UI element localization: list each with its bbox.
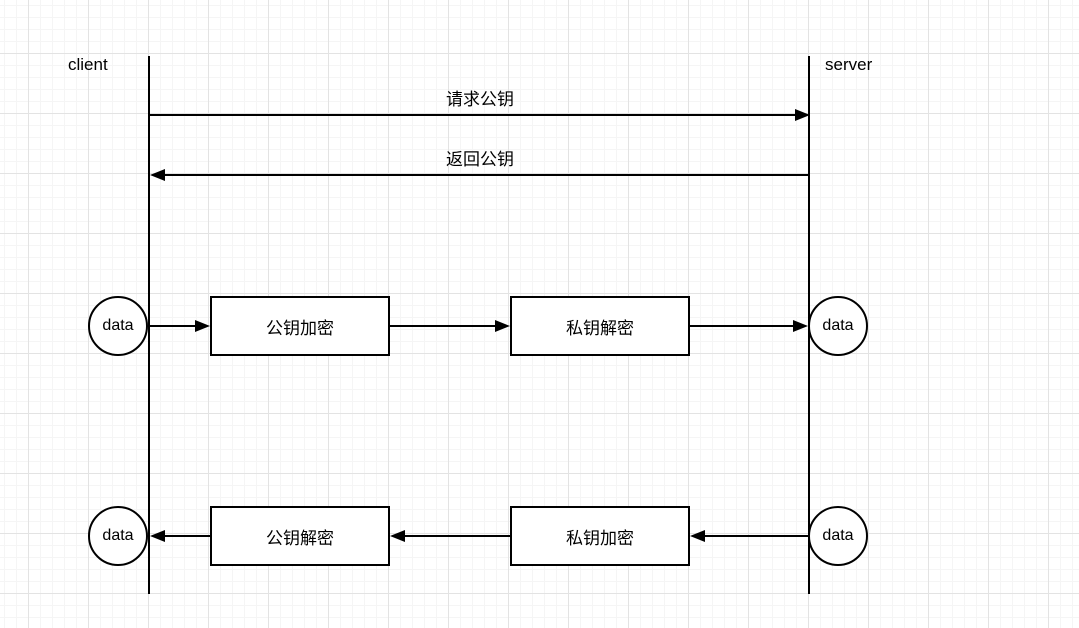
private-key-decrypt-box[interactable]: 私钥解密	[510, 296, 690, 356]
private-key-encrypt-box[interactable]: 私钥加密	[510, 506, 690, 566]
client-actor-label: client	[68, 55, 108, 74]
private-key-encrypt-label: 私钥加密	[566, 528, 634, 548]
response-flow-client-data-label: data	[102, 527, 134, 544]
response-flow-arrow3-line[interactable]	[164, 535, 210, 537]
response-flow-server-data-circle[interactable]: data	[808, 506, 868, 566]
response-flow-arrow2-line[interactable]	[404, 535, 510, 537]
public-key-decrypt-label: 公钥解密	[266, 528, 334, 548]
encrypt-flow-arrow3-arrowhead-icon	[793, 320, 808, 332]
encrypt-flow-client-data-label: data	[102, 317, 134, 334]
server-actor-label: server	[825, 55, 873, 74]
encrypt-flow-arrow1-line[interactable]	[150, 325, 196, 327]
encrypt-flow-server-data-label: data	[822, 317, 854, 334]
response-flow-arrow1-arrowhead-icon	[690, 530, 705, 542]
encrypt-flow-arrow3-line[interactable]	[690, 325, 794, 327]
response-flow-arrow2-arrowhead-icon	[390, 530, 405, 542]
encrypt-flow-client-data-circle[interactable]: data	[88, 296, 148, 356]
response-flow-arrow3-arrowhead-icon	[150, 530, 165, 542]
response-flow-client-data-circle[interactable]: data	[88, 506, 148, 566]
response-flow-server-data-label: data	[822, 527, 854, 544]
encrypt-flow-arrow2-line[interactable]	[390, 325, 496, 327]
client-lifeline[interactable]	[148, 56, 150, 594]
private-key-decrypt-label: 私钥解密	[566, 318, 634, 338]
public-key-decrypt-box[interactable]: 公钥解密	[210, 506, 390, 566]
message-request-label: 请求公钥	[446, 90, 514, 109]
encrypt-flow-server-data-circle[interactable]: data	[808, 296, 868, 356]
encrypt-flow-arrow2-arrowhead-icon	[495, 320, 510, 332]
message-response-arrowhead-icon	[150, 169, 165, 181]
encrypt-flow-arrow1-arrowhead-icon	[195, 320, 210, 332]
public-key-encrypt-label: 公钥加密	[266, 318, 334, 338]
message-response-label: 返回公钥	[446, 150, 514, 169]
response-flow-arrow1-line[interactable]	[704, 535, 808, 537]
public-key-encrypt-box[interactable]: 公钥加密	[210, 296, 390, 356]
message-response-line[interactable]	[164, 174, 810, 176]
message-request-line[interactable]	[150, 114, 796, 116]
message-request-arrowhead-icon	[795, 109, 810, 121]
